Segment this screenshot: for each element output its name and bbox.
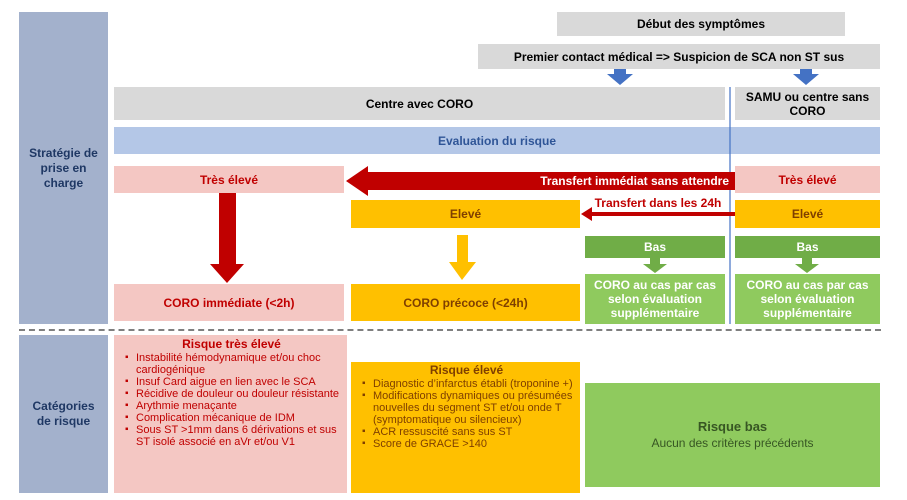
outcome-case-left-text: CORO au cas par cas selon évaluation sup… — [593, 278, 717, 320]
risk-very-high-title: Risque très élevé — [182, 337, 281, 351]
level-very-high-left-text: Très élevé — [199, 172, 259, 187]
list-item: Arythmie menaçante — [125, 400, 341, 412]
level-high-right-text: Elevé — [791, 207, 824, 221]
first-contact-box: Premier contact médical => Suspicion de … — [478, 44, 880, 69]
green-arrow-down-left — [643, 258, 667, 273]
red-arrow-down — [210, 193, 244, 283]
list-item: Complication mécanique de IDM — [125, 412, 341, 424]
risk-low-title: Risque bas — [697, 419, 768, 434]
list-item: Récidive de douleur ou douleur résistant… — [125, 388, 341, 400]
list-item: Insuf Card aigue en lien avec le SCA — [125, 376, 341, 388]
list-item: Diagnostic d’infarctus établi (troponine… — [362, 378, 574, 390]
risk-low-box: Risque bas Aucun des critères précédents — [585, 383, 880, 487]
outcome-case-right-text: CORO au cas par cas selon évaluation sup… — [746, 278, 869, 320]
coro-center-box: Centre avec CORO — [114, 87, 725, 120]
transfer-24h-text: Transfert dans les 24h — [594, 196, 722, 210]
outcome-early-box: CORO précoce (<24h) — [351, 284, 580, 321]
samu-center-box: SAMU ou centre sans CORO — [735, 87, 880, 120]
risk-high-title: Risque élevé — [429, 363, 504, 377]
list-item: ACR ressuscité sans sus ST — [362, 426, 574, 438]
level-very-high-right: Très élevé — [735, 166, 880, 193]
first-contact-text: Premier contact médical => Suspicion de … — [513, 49, 845, 64]
transfer-immediate-label: Transfert immédiat sans attendre — [505, 174, 729, 188]
level-high-right: Elevé — [735, 200, 880, 228]
list-item: Modifications dynamiques ou présumées no… — [362, 390, 574, 426]
outcome-case-left-box: CORO au cas par cas selon évaluation sup… — [585, 274, 725, 324]
level-low-right-text: Bas — [796, 240, 819, 254]
transfer-24h-arrow — [581, 207, 735, 221]
transfer-24h-label: Transfert dans les 24h — [586, 196, 730, 210]
orange-arrow-down — [449, 235, 476, 280]
outcome-immediate-box: CORO immédiate (<2h) — [114, 284, 344, 321]
symptoms-onset-box: Début des symptômes — [557, 12, 845, 36]
level-very-high-left: Très élevé — [114, 166, 344, 193]
level-low-left: Bas — [585, 236, 725, 258]
blue-arrow-down-left — [607, 69, 633, 85]
outcome-early-text: CORO précoce (<24h) — [403, 295, 528, 310]
green-arrow-down-right — [795, 258, 819, 273]
strategy-label-text: Stratégie de prise en charge — [29, 145, 98, 190]
samu-center-text: SAMU ou centre sans CORO — [745, 89, 870, 118]
risk-low-subtitle: Aucun des critères précédents — [651, 436, 814, 450]
coro-center-text: Centre avec CORO — [365, 96, 474, 111]
risk-evaluation-text: Evaluation du risque — [437, 133, 557, 148]
list-item: Sous ST >1mm dans 6 dérivations et sus S… — [125, 424, 341, 448]
risk-evaluation-bar: Evaluation du risque — [114, 127, 880, 154]
outcome-immediate-text: CORO immédiate (<2h) — [163, 295, 295, 310]
risk-high-list: Diagnostic d’infarctus établi (troponine… — [359, 378, 574, 450]
list-item: Score de GRACE >140 — [362, 438, 574, 450]
risk-very-high-box: Risque très élevé Instabilité hémodynami… — [114, 335, 347, 493]
level-high-left-text: Elevé — [449, 207, 482, 221]
symptoms-onset-text: Début des symptômes — [636, 17, 766, 31]
outcome-case-right-box: CORO au cas par cas selon évaluation sup… — [735, 274, 880, 324]
transfer-immediate-arrow — [346, 166, 735, 196]
level-very-high-right-text: Très élevé — [778, 172, 837, 187]
level-low-left-text: Bas — [643, 240, 666, 254]
level-low-right: Bas — [735, 236, 880, 258]
risk-very-high-list: Instabilité hémodynamique et/ou choc car… — [122, 352, 341, 448]
risk-high-box: Risque élevé Diagnostic d’infarctus étab… — [351, 362, 580, 493]
categories-label: Catégories de risque — [19, 335, 108, 493]
section-divider — [19, 329, 881, 331]
blue-arrow-down-right — [793, 69, 819, 85]
strategy-label: Stratégie de prise en charge — [19, 12, 108, 324]
level-high-left: Elevé — [351, 200, 580, 228]
categories-label-text: Catégories de risque — [32, 399, 95, 428]
transfer-immediate-text: Transfert immédiat sans attendre — [540, 174, 729, 188]
list-item: Instabilité hémodynamique et/ou choc car… — [125, 352, 341, 376]
